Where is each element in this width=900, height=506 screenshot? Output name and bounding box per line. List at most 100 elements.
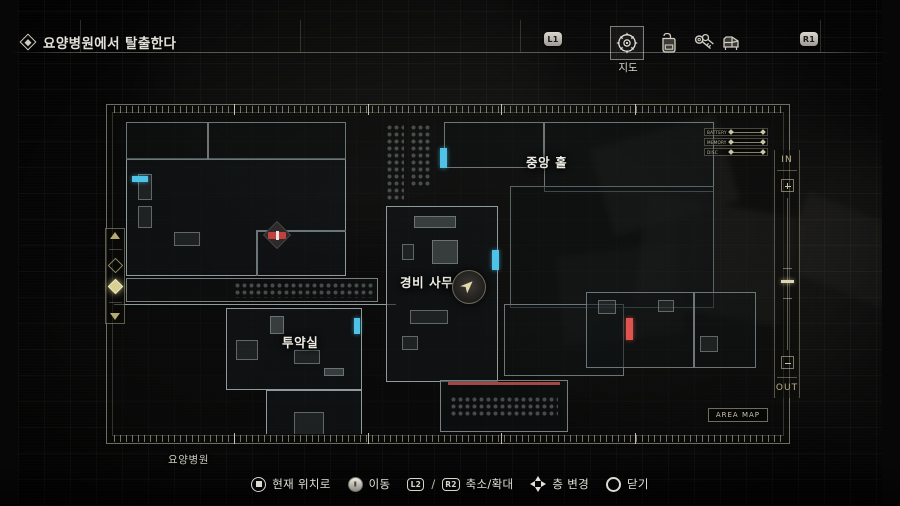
map-ruler-top — [114, 106, 782, 113]
divider — [777, 377, 797, 378]
status-row-battery: BATTERY — [704, 128, 768, 136]
status-bar — [729, 141, 765, 143]
area-map-badge: AREA MAP — [707, 408, 768, 422]
map-furniture — [402, 336, 418, 350]
armchair-icon — [720, 33, 742, 53]
bumper-r1-button[interactable]: R1 — [800, 32, 818, 46]
tab-furniture[interactable] — [714, 26, 748, 60]
r2-trigger-icon: R2 — [442, 477, 460, 491]
zoom-slider[interactable]: IN OUT — [774, 150, 800, 398]
map-furniture — [700, 336, 718, 352]
action-move[interactable]: 이동 — [347, 476, 391, 492]
map-corridor — [440, 380, 568, 432]
action-label: 축소/확대 — [465, 477, 514, 491]
keys-icon — [694, 33, 716, 53]
header-tick — [820, 20, 821, 52]
red-item-marker-icon — [262, 220, 292, 250]
header-tick — [300, 20, 301, 52]
map-status-readouts: BATTERY MEMORY DISC — [704, 128, 768, 158]
map-wall — [256, 230, 258, 276]
map-ruler-major-tick — [367, 433, 369, 444]
action-zoom[interactable]: L2 / R2 축소/확대 — [407, 476, 513, 492]
map-room-shape — [208, 122, 346, 160]
action-change-floor[interactable]: 층 변경 — [530, 476, 589, 492]
map-corridor — [126, 278, 378, 302]
divider — [108, 302, 122, 303]
map-furniture — [236, 340, 258, 360]
letterbox-left — [0, 0, 18, 506]
map-hazard-line — [448, 382, 560, 385]
map-ruler-major-tick — [635, 433, 637, 444]
diamond-outline-icon[interactable] — [107, 257, 123, 274]
zoom-tick — [782, 298, 792, 300]
map-furniture — [174, 232, 200, 246]
map-furniture — [294, 412, 324, 434]
map-furniture — [402, 244, 414, 260]
map-furniture — [658, 300, 674, 312]
tab-map-label: 지도 — [618, 62, 638, 74]
tab-bar[interactable]: L1 R1 — [0, 14, 900, 74]
diamond-filled-icon[interactable] — [107, 278, 123, 295]
map-room-shape — [444, 122, 544, 168]
map-room-shape — [126, 158, 346, 276]
objective-banner: 요양병원에서 탈출한다 — [19, 32, 177, 52]
zoom-slider-handle[interactable] — [780, 280, 794, 283]
compass-map-icon — [615, 31, 639, 55]
circle-button-icon — [605, 476, 621, 492]
map-wall — [114, 304, 396, 306]
zoom-out-label: OUT — [775, 383, 799, 393]
status-label: BATTERY — [707, 129, 727, 135]
map-room-shape — [544, 122, 714, 192]
map-door-open — [440, 148, 447, 168]
pouch-bag-icon — [659, 32, 679, 54]
header: 요양병원에서 탈출한다 L1 R1 — [0, 0, 900, 74]
map-furniture — [270, 316, 284, 334]
map-ruler-major-tick — [234, 104, 236, 115]
floor-selector[interactable] — [105, 228, 125, 324]
map-ruler-major-tick — [501, 433, 503, 444]
map-door-locked — [626, 318, 633, 340]
action-recenter[interactable]: 현재 위치로 — [251, 476, 330, 492]
status-label: MEMORY — [707, 139, 727, 145]
header-tick — [80, 20, 81, 52]
map-door-open — [492, 250, 499, 270]
map-ruler-major-tick — [635, 104, 637, 115]
map-panel[interactable]: 투약실 경비 사무실 중앙 홀 — [106, 104, 790, 444]
action-label: 현재 위치로 — [272, 477, 331, 491]
header-divider — [10, 52, 890, 53]
tab-keys[interactable] — [688, 26, 722, 60]
status-row-memory: MEMORY — [704, 138, 768, 146]
map-floor-pattern — [450, 396, 558, 418]
map-room-label: 중앙 홀 — [526, 155, 568, 170]
objective-text: 요양병원에서 탈출한다 — [43, 36, 177, 52]
left-stick-icon — [347, 476, 363, 492]
map-furniture — [324, 368, 344, 376]
minus-box-icon[interactable] — [780, 356, 794, 369]
map-room-shape — [510, 186, 714, 308]
bumper-l1-button[interactable]: L1 — [544, 32, 562, 46]
footer-controls: 현재 위치로 이동 L2 / R2 축소/확대 층 변경 닫기 — [0, 462, 900, 506]
map-floor-pattern — [234, 282, 374, 298]
plus-box-icon[interactable] — [780, 179, 794, 192]
divider — [108, 249, 122, 250]
action-label: 층 변경 — [552, 477, 589, 491]
map-room-shape — [126, 122, 208, 160]
triangle-down-icon[interactable] — [110, 313, 120, 320]
action-close[interactable]: 닫기 — [605, 476, 649, 492]
zoom-slider-track[interactable] — [780, 198, 794, 350]
zoom-in-label: IN — [781, 155, 793, 165]
tab-items[interactable] — [652, 26, 686, 60]
map-canvas[interactable]: 투약실 경비 사무실 중앙 홀 — [114, 114, 782, 434]
map-furniture — [414, 216, 456, 228]
map-furniture — [432, 240, 458, 264]
tab-map[interactable] — [610, 26, 644, 60]
map-floor-pattern — [410, 124, 430, 186]
square-button-icon — [251, 476, 267, 492]
status-label: DISC — [707, 149, 718, 155]
map-door-open — [354, 318, 360, 334]
status-bar — [729, 151, 765, 153]
header-tick — [520, 20, 521, 52]
triangle-up-icon[interactable] — [110, 232, 120, 239]
map-ruler-major-tick — [367, 104, 369, 115]
map-room-label: 투약실 — [282, 335, 319, 350]
